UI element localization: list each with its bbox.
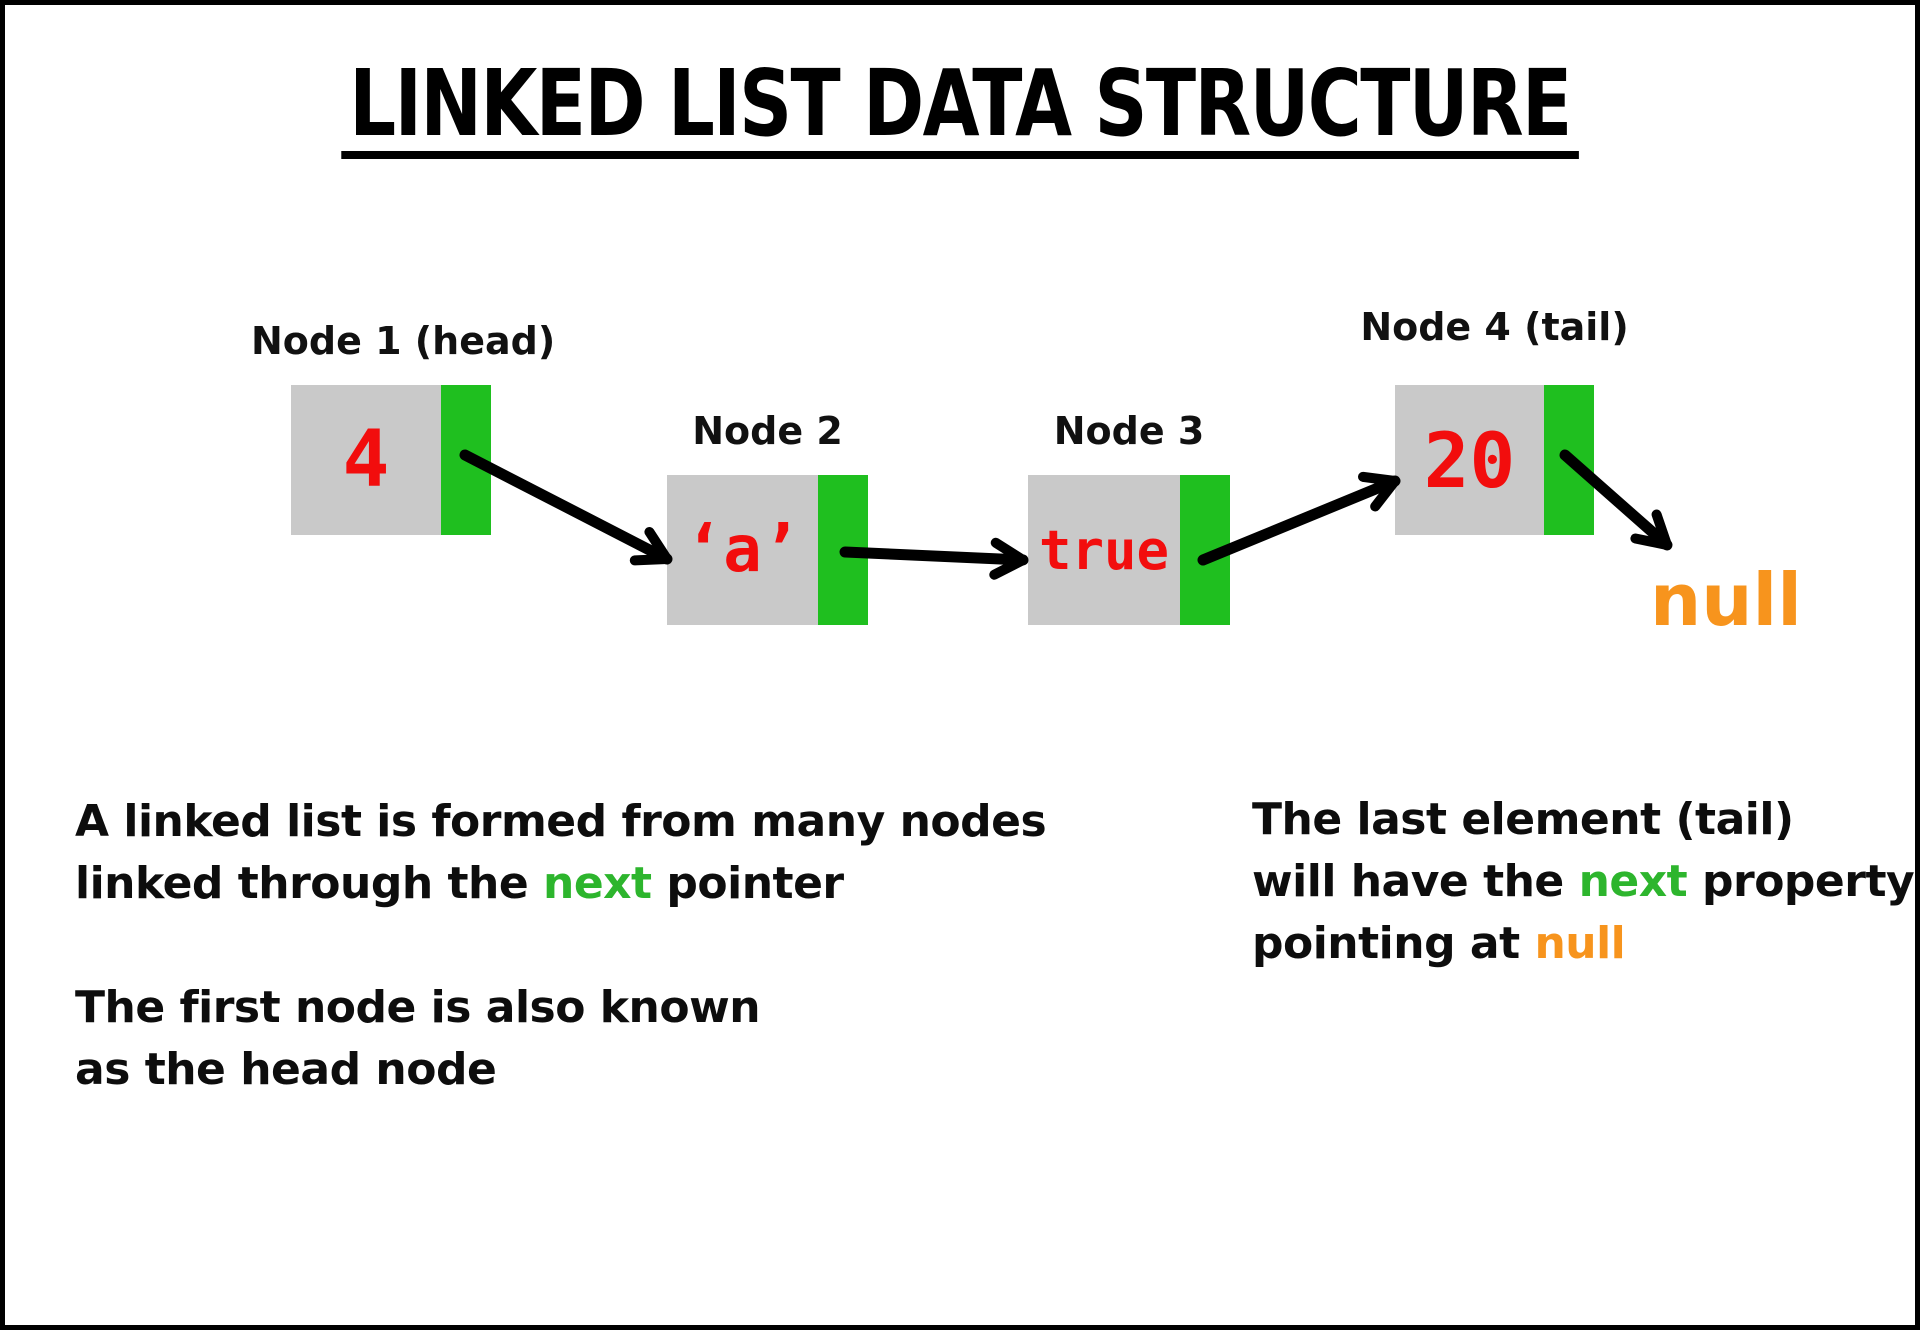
note-formation: A linked list is formed from many nodes … <box>75 791 1047 915</box>
note-tail-line3: pointing at null <box>1252 913 1914 975</box>
note-tail-line3-prefix: pointing at <box>1252 918 1535 969</box>
note-tail-node: The last element (tail) will have the ne… <box>1252 789 1915 975</box>
node2-box: ‘a’ <box>667 475 868 625</box>
node3-value: true <box>1038 518 1170 582</box>
note-formation-line2-suffix: pointer <box>651 858 844 909</box>
node2-next-pointer <box>818 475 868 625</box>
node4-label: Node 4 (tail) <box>1360 305 1629 349</box>
node2-value: ‘a’ <box>684 513 801 587</box>
node4-value: 20 <box>1423 415 1516 505</box>
note-head-line2: as the head node <box>75 1044 497 1095</box>
note-tail-line2: will have the next property <box>1252 851 1915 913</box>
node2-label: Node 2 <box>692 409 843 453</box>
keyword-next: next <box>543 858 652 909</box>
arrow-node3-to-node4-icon <box>1197 471 1401 566</box>
note-formation-line2-prefix: linked through the <box>75 858 543 909</box>
node4-next-pointer <box>1544 385 1594 535</box>
node1-value: 4 <box>342 415 390 505</box>
keyword-next: next <box>1578 856 1688 907</box>
node1-label: Node 1 (head) <box>251 319 556 363</box>
note-formation-line1: A linked list is formed from many nodes <box>75 796 1047 847</box>
note-tail-line1: The last element (tail) <box>1252 794 1794 845</box>
node3-next-pointer <box>1180 475 1230 625</box>
note-head-node: The first node is also known as the head… <box>75 977 761 1101</box>
node3-box: true <box>1028 475 1230 625</box>
note-tail-line2-suffix: property <box>1687 856 1915 907</box>
note-formation-line2: linked through the next pointer <box>75 853 1046 915</box>
note-head-line1: The first node is also known <box>75 982 761 1033</box>
node3-label: Node 3 <box>1053 409 1205 453</box>
arrow-node2-to-node3-icon <box>839 537 1029 580</box>
arrow-node1-to-node2-icon <box>459 449 673 566</box>
pointer-arrows <box>459 449 1673 580</box>
keyword-null: null <box>1534 918 1626 969</box>
node4-box: 20 <box>1395 385 1594 535</box>
note-tail-line2-prefix: will have the <box>1252 856 1579 907</box>
null-terminator-label: null <box>1650 558 1802 642</box>
node1-next-pointer <box>441 385 491 535</box>
page-title: LINKED LIST DATA STRUCTURE <box>341 58 1579 159</box>
node1-box: 4 <box>291 385 491 535</box>
